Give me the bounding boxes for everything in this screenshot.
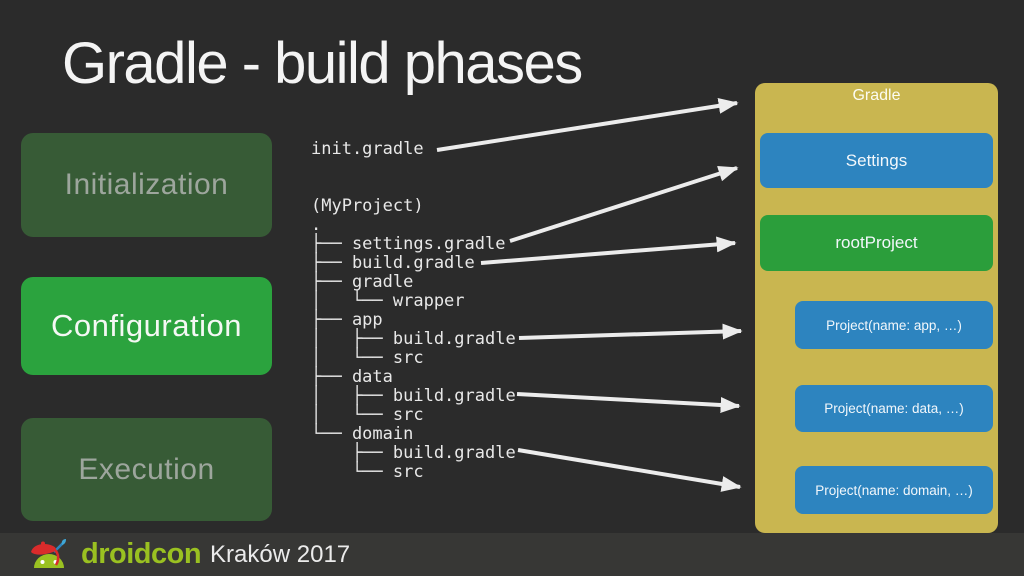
node-project-data-label: Project(name: data, …) <box>824 401 964 416</box>
droidcon-android-logo-icon <box>31 538 66 568</box>
node-settings-label: Settings <box>845 150 908 170</box>
arrow-app-to-project-app <box>518 323 743 340</box>
node-root-project: rootProject <box>760 215 993 271</box>
gradle-file-tree: init.gradle (MyProject) . ├── settings.g… <box>311 139 516 482</box>
footer-brand: droidcon <box>81 538 202 570</box>
phase-box-configuration: Configuration <box>21 277 272 375</box>
arrow-settings-to-settings <box>509 166 739 243</box>
gradle-panel-title: Gradle <box>852 87 901 104</box>
footer-event: Kraków 2017 <box>210 540 351 568</box>
phase-box-initialization: Initialization <box>21 133 272 237</box>
arrow-data-to-project-data <box>516 392 741 413</box>
node-project-app: Project(name: app, …) <box>795 301 993 349</box>
node-project-domain-label: Project(name: domain, …) <box>815 482 973 498</box>
phase-label-execution: Execution <box>78 452 215 486</box>
gradle-panel: Gradle Settings rootProject Project(name… <box>755 83 998 533</box>
node-settings: Settings <box>760 133 993 188</box>
node-root-project-label: rootProject <box>835 233 918 252</box>
arrow-domain-to-project-domain <box>517 448 742 492</box>
node-project-data: Project(name: data, …) <box>795 385 993 432</box>
phase-label-initialization: Initialization <box>64 168 229 201</box>
phase-box-execution: Execution <box>21 418 272 521</box>
arrow-build-to-rootproject <box>480 236 737 265</box>
footer-bar: droidcon Kraków 2017 <box>0 533 1024 576</box>
phase-label-configuration: Configuration <box>51 308 242 343</box>
slide-title: Gradle - build phases <box>62 31 583 96</box>
node-project-domain: Project(name: domain, …) <box>795 466 993 514</box>
node-project-app-label: Project(name: app, …) <box>826 317 962 333</box>
